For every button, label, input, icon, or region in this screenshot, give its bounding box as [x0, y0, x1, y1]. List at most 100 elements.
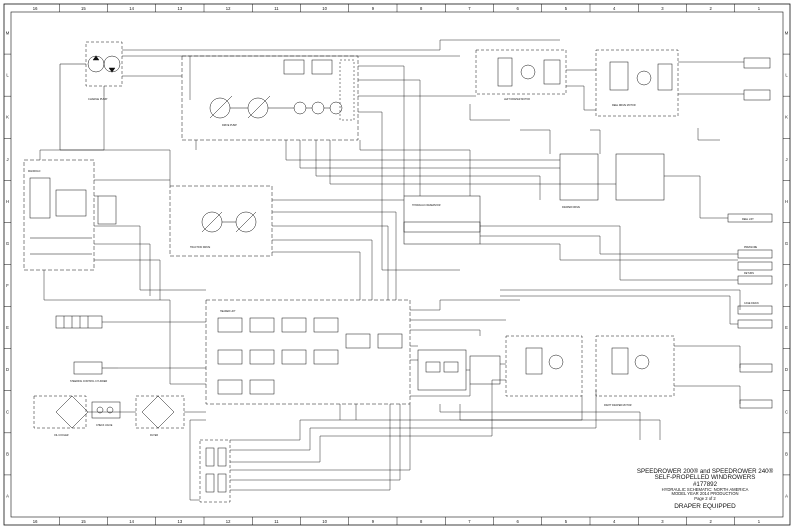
col-bottom-16: 16: [33, 519, 38, 524]
col-top-14: 14: [129, 6, 134, 11]
col-top-12: 12: [226, 6, 231, 11]
col-bottom-9: 9: [372, 519, 375, 524]
reel-lift-label: REEL LIFT: [742, 218, 754, 221]
row-right-H: H: [785, 199, 788, 204]
row-right-A: A: [785, 493, 788, 498]
hydraulic-line: [697, 128, 720, 141]
hydraulic-line: [329, 140, 616, 185]
right-draper-motor: [505, 335, 675, 397]
row-left-D: D: [6, 367, 9, 372]
return-label: RETURN: [744, 272, 754, 275]
col-top-8: 8: [420, 6, 423, 11]
hydraulic-line: [272, 251, 361, 300]
hydraulic-line: [94, 243, 151, 296]
hydraulic-line: [480, 243, 738, 261]
title-line-5: MODEL YEAR 2014 PRODUCTION: [671, 491, 739, 497]
hydraulic-line: [230, 404, 401, 481]
hydraulic-line: [500, 289, 741, 310]
hydraulic-line: [122, 39, 560, 51]
case-drain-label: CASE DRAIN: [744, 302, 759, 305]
col-bottom-10: 10: [322, 519, 327, 524]
reel-drive-label: REEL DRIVE MOTOR: [612, 104, 636, 107]
row-left-M: M: [6, 31, 10, 36]
steering-control: [55, 315, 118, 375]
title-line-6: Page 2 of 2: [694, 495, 716, 501]
col-bottom-6: 6: [516, 519, 519, 524]
header-valve-manifold: [205, 299, 411, 405]
left-draper-label: LEFT DRAPER MOTOR: [504, 98, 530, 101]
hydraulic-line: [480, 235, 738, 255]
hydraulic-line: [39, 96, 105, 160]
inner-frame: [10, 11, 784, 518]
col-top-15: 15: [81, 6, 86, 11]
hydraulic-line: [94, 225, 206, 291]
hydraulic-line: [285, 140, 560, 161]
hydraulic-line: [358, 65, 405, 196]
reservoir-block: [403, 195, 481, 245]
hydraulic-line: [358, 79, 421, 196]
col-bottom-8: 8: [420, 519, 423, 524]
col-bottom-12: 12: [226, 519, 231, 524]
charge-pump-block: [59, 41, 123, 150]
hydraulic-lines: [39, 39, 744, 501]
lower-cylinders: [199, 439, 231, 503]
hydraulic-line: [410, 384, 471, 397]
row-left-J: J: [6, 157, 8, 162]
row-left-H: H: [6, 199, 9, 204]
title-line-4: HYDRAULIC SCHEMATIC: NORTH AMERICA: [661, 487, 749, 493]
drive-pump-label: DRIVE PUMP: [222, 124, 237, 127]
filter-label: FILTER: [150, 434, 158, 437]
hydraulic-line: [230, 396, 583, 441]
hydraulic-line: [358, 111, 460, 271]
row-left-C: C: [6, 409, 9, 414]
hydraulic-line: [459, 404, 661, 440]
hydraulic-line: [410, 329, 481, 336]
row-right-D: D: [785, 367, 788, 372]
hydraulic-line: [230, 390, 597, 451]
traction-drive-label: TRACTION DRIVE: [190, 246, 211, 249]
row-left-A: A: [6, 493, 9, 498]
draper-drive-blocks: [559, 153, 665, 201]
center-valve-stack: [417, 349, 501, 391]
hydraulic-line: [272, 225, 389, 300]
hydraulic-line: [410, 299, 520, 311]
col-bottom-14: 14: [129, 519, 134, 524]
title-line-3: #177892: [692, 480, 718, 488]
col-bottom-15: 15: [81, 519, 86, 524]
row-right-C: C: [785, 409, 788, 414]
col-top-7: 7: [468, 6, 471, 11]
left-valve-block: [23, 159, 117, 271]
row-right-B: B: [785, 451, 788, 456]
title-block: SPEEDROWER 200® and SPEEDROWER 240® SELF…: [630, 468, 780, 511]
header-lift-label: HEADER LIFT: [220, 310, 236, 313]
pump-group-middle: [169, 185, 273, 257]
row-right-J: J: [785, 157, 787, 162]
hydraulic-line: [469, 104, 510, 121]
row-right-K: K: [785, 115, 788, 120]
hydraulic-line: [520, 129, 551, 154]
hydraulic-line: [94, 259, 161, 300]
col-top-3: 3: [661, 6, 664, 11]
hydraulic-line: [60, 149, 171, 186]
col-bottom-1: 1: [758, 519, 761, 524]
oil-cooler-label: OIL COOLER: [54, 434, 69, 437]
col-top-2: 2: [709, 6, 712, 11]
pump-group-upper: [181, 55, 359, 141]
pressure-label: PRESSURE: [744, 246, 758, 249]
col-bottom-4: 4: [613, 519, 616, 524]
col-top-11: 11: [274, 6, 279, 11]
hydraulic-line: [315, 140, 541, 200]
col-bottom-2: 2: [709, 519, 712, 524]
hydraulic-line: [230, 379, 506, 463]
col-top-9: 9: [372, 6, 375, 11]
draper-drive-label: DRAPER DRIVE: [562, 206, 580, 209]
manifold-label: MANIFOLD: [28, 170, 41, 173]
right-edge-cylinders: [727, 57, 773, 409]
col-top-5: 5: [565, 6, 568, 11]
hydraulic-line: [674, 345, 741, 368]
hydraulic-line: [189, 419, 206, 501]
title-line-7: DRAPER EQUIPPED: [674, 503, 736, 511]
